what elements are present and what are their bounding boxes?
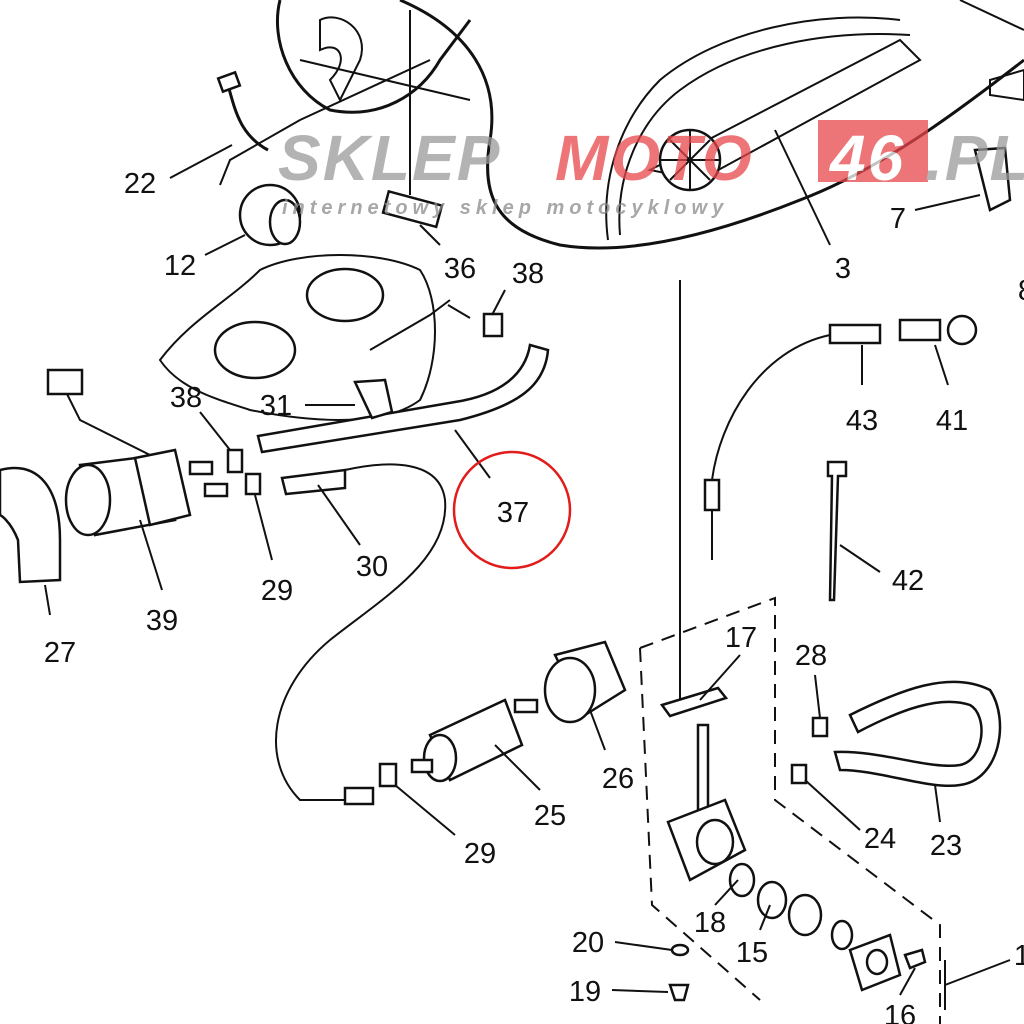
watermark-text-46: 46 (828, 122, 905, 194)
part-37-hose (256, 343, 550, 454)
watermark-text-sklep: SKLEP (278, 122, 501, 194)
callout-18: 18 (694, 907, 726, 939)
part-12-cap (238, 183, 302, 247)
fuel-pump-housing (158, 254, 451, 421)
callout-38: 38 (170, 382, 202, 414)
part-27-holder (0, 466, 62, 584)
callout-30: 30 (356, 551, 388, 583)
callout-36: 36 (444, 253, 476, 285)
fuel-cock-assembly-box (639, 596, 941, 1024)
part-31-clip (353, 378, 394, 420)
callout-23: 23 (930, 830, 962, 862)
callout-20: 20 (572, 927, 604, 959)
fuel-line (275, 463, 447, 801)
fuel-tank (219, 0, 1024, 250)
part-30-hose (280, 468, 347, 496)
watermark-text-moto: MOTO (555, 122, 754, 194)
callout-37: 37 (497, 497, 529, 529)
callout-26: 26 (602, 763, 634, 795)
callout-15: 15 (736, 937, 768, 969)
part-26-strainer (543, 640, 627, 724)
part-23-hose (833, 680, 1002, 788)
callout-labels: 22 12 36 38 3 7 8 31 38 43 41 37 42 39 2… (44, 168, 1024, 1024)
part-29-clamp (244, 472, 262, 496)
watermark-text-pl: .PL (925, 122, 1024, 194)
callout-43: 43 (846, 405, 878, 437)
callout-27: 27 (44, 637, 76, 669)
part-7-bracket (973, 146, 1012, 212)
choke-cable (703, 314, 978, 560)
callout-38: 38 (512, 258, 544, 290)
callout-29: 29 (261, 575, 293, 607)
callout-3: 3 (835, 253, 851, 285)
part-42-tie (826, 460, 848, 602)
callout-17: 17 (725, 622, 757, 654)
callout-22: 22 (124, 168, 156, 200)
callout-42: 42 (892, 565, 924, 597)
leader-lines (44, 129, 1011, 1010)
part-22-hose-end (216, 70, 242, 94)
highlight-circle-37 (452, 450, 572, 570)
callout-41: 41 (936, 405, 968, 437)
part-17-plate (659, 686, 729, 718)
callout-12: 12 (164, 250, 196, 282)
part-39-fuel-pump (46, 368, 229, 537)
watermark-tagline: internetowy sklep motocyklowy (282, 197, 728, 219)
part-36-pad (381, 189, 444, 229)
part-22-hose (226, 84, 269, 152)
callout-8: 8 (1018, 275, 1024, 307)
watermark: SKLEP MOTO 46 .PL internetowy sklep moto… (278, 120, 1024, 219)
part-25-filter (410, 698, 539, 783)
part-29-clamp (378, 762, 398, 788)
callout-1: 1 (1014, 940, 1024, 972)
part-38-clamp (226, 448, 244, 474)
callout-39: 39 (146, 605, 178, 637)
part-24-clamp (790, 763, 808, 785)
callout-29: 29 (464, 838, 496, 870)
callout-28: 28 (795, 640, 827, 672)
callout-24: 24 (864, 823, 896, 855)
fuel-cock (666, 723, 927, 1002)
part-38-clamp (482, 312, 504, 338)
callout-25: 25 (534, 800, 566, 832)
callout-7: 7 (890, 203, 906, 235)
callout-16: 16 (884, 1000, 916, 1024)
callout-19: 19 (569, 976, 601, 1008)
part-28-clamp (811, 716, 829, 738)
callout-31: 31 (260, 390, 292, 422)
